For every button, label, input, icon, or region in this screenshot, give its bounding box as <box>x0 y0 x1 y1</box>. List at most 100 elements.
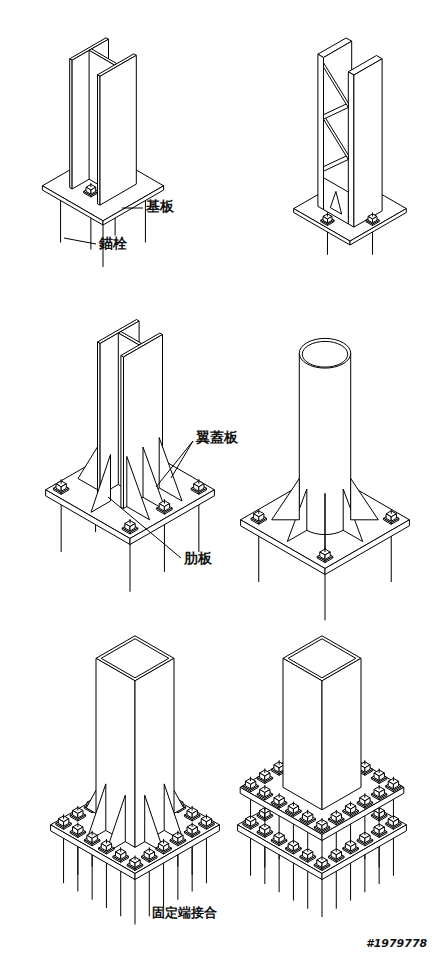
nut <box>121 852 126 860</box>
anchor-rod <box>92 831 93 836</box>
nut <box>351 844 356 852</box>
nut <box>288 844 293 852</box>
nut <box>251 781 256 789</box>
nut <box>194 484 199 492</box>
anchor-rod <box>61 479 62 484</box>
anchor-rod <box>149 847 150 852</box>
flange-cover-plate <box>127 456 150 519</box>
nut <box>274 798 279 806</box>
leader-line <box>108 497 181 558</box>
nut <box>178 835 183 843</box>
nut <box>92 835 97 843</box>
anchor-rod <box>336 847 337 852</box>
anchor-rod <box>192 806 193 811</box>
anchor-rod <box>364 831 365 836</box>
anchor-rod <box>379 785 380 790</box>
nut <box>245 819 250 827</box>
anchor-rod <box>177 831 178 836</box>
batten-plate <box>324 178 349 224</box>
nut <box>365 765 370 773</box>
nut <box>73 827 78 835</box>
anchor-rod <box>327 213 328 217</box>
square-tube <box>322 658 361 810</box>
leader-lines <box>64 208 193 558</box>
anchor-rod <box>336 810 337 815</box>
anchor-rod <box>192 823 193 828</box>
channel-chord <box>354 59 382 227</box>
anchor-rod <box>163 839 164 844</box>
gusset-plate <box>272 479 300 520</box>
anchor-rod <box>379 823 380 828</box>
nut <box>87 835 92 843</box>
anchor-rod <box>372 213 373 217</box>
anchor-rod <box>393 814 394 819</box>
square-tube <box>283 658 322 810</box>
nut <box>73 811 78 819</box>
nut <box>251 819 256 827</box>
anchor-rod <box>90 183 91 187</box>
batten-cutout <box>330 191 341 214</box>
leader-line <box>122 208 143 209</box>
leader-line <box>156 441 193 487</box>
illustration <box>42 38 409 925</box>
nut <box>386 514 391 522</box>
lacing-bar <box>324 103 349 119</box>
nut <box>101 844 106 852</box>
anchor-rod <box>350 839 351 844</box>
nut <box>308 814 313 822</box>
nut <box>322 860 327 868</box>
nut <box>192 827 197 835</box>
nut <box>379 827 384 835</box>
anchor-rod <box>264 823 265 828</box>
nut <box>317 823 322 831</box>
channel-chord <box>348 72 354 227</box>
rib-plate <box>86 784 106 842</box>
nut <box>279 835 284 843</box>
gusset-plate <box>325 493 326 550</box>
nut <box>206 819 211 827</box>
nut <box>391 514 396 522</box>
nut <box>265 790 270 798</box>
pipe-bore <box>302 341 347 367</box>
nut <box>328 216 333 223</box>
nut <box>125 524 130 532</box>
nut <box>374 811 379 819</box>
nut <box>201 819 206 827</box>
nut <box>373 216 378 223</box>
nut <box>265 773 270 781</box>
leader-line <box>171 441 193 478</box>
nut <box>336 852 341 860</box>
leader-line <box>64 238 96 244</box>
nut <box>317 860 322 868</box>
anchor-rod <box>293 839 294 844</box>
nut <box>106 844 111 852</box>
nut <box>360 798 365 806</box>
nut <box>265 827 270 835</box>
nut <box>91 187 96 194</box>
lacing-bar <box>324 115 349 160</box>
nut <box>379 773 384 781</box>
nut <box>308 852 313 860</box>
anchor-rod <box>264 769 265 774</box>
nut <box>336 814 341 822</box>
nut <box>245 781 250 789</box>
nut <box>158 844 163 852</box>
anchor-rod <box>279 793 280 798</box>
anchor-rod <box>279 831 280 836</box>
nut <box>274 835 279 843</box>
anchor-rod <box>322 818 323 823</box>
nut <box>293 806 298 814</box>
nut <box>368 216 373 223</box>
nut <box>331 814 336 822</box>
nut <box>78 811 83 819</box>
base-plate <box>42 186 103 225</box>
anchor-rod <box>250 777 251 782</box>
nut <box>78 827 83 835</box>
anchor-rod <box>120 847 121 852</box>
nut <box>254 514 259 522</box>
nut <box>365 835 370 843</box>
nut <box>61 484 66 492</box>
nut <box>260 811 265 819</box>
nut <box>293 844 298 852</box>
